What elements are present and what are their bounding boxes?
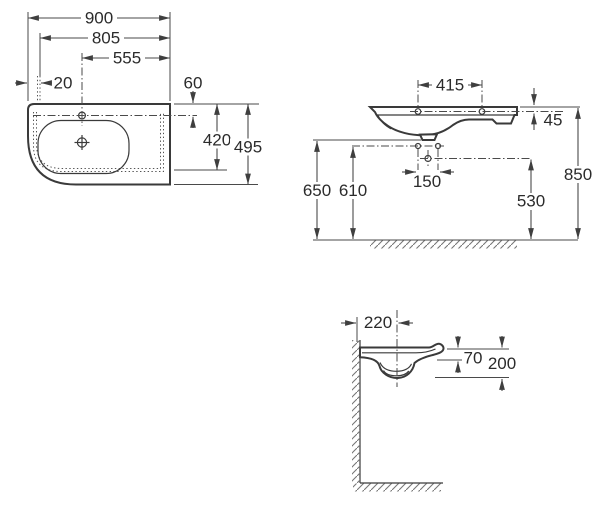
- side-dim-deck-thickness: 70: [464, 349, 483, 368]
- front-view: 415 45 850 150 650 610 530: [299, 76, 596, 249]
- drain-symbol-icon: [74, 135, 90, 150]
- plan-dim-inner-depth: 420: [203, 131, 231, 150]
- drain-stub: [418, 133, 439, 141]
- bowl-outline: [37, 119, 130, 175]
- plan-view: 900 805 555 20 60 420 495: [15, 9, 266, 186]
- plan-dim-tap-setback: 60: [184, 74, 203, 93]
- front-dim-inlet-spacing: 150: [413, 172, 441, 191]
- front-dim-underside-height: 650: [303, 181, 331, 200]
- side-view: 220 70 200: [341, 310, 516, 492]
- bowl-inner-line: [377, 115, 392, 130]
- front-dim-fixing-hole-drop: 45: [544, 111, 563, 130]
- plan-dim-overall-depth: 495: [234, 138, 262, 157]
- plan-dim-tap-to-right-edge: 555: [113, 49, 141, 68]
- front-dim-fixing-hole-height: 610: [339, 181, 367, 200]
- rim-dotted-inner: [36, 112, 161, 169]
- basin-outline: [27, 103, 171, 186]
- deck-inner-line: [362, 348, 436, 354]
- floor-hatch-side: [353, 483, 441, 492]
- floor-hatch: [370, 240, 517, 249]
- plan-dim-upper-width: 805: [92, 29, 120, 48]
- front-dim-drain-height: 530: [517, 192, 545, 211]
- front-dim-rim-height: 850: [564, 165, 592, 184]
- rim-dotted-outer: [33, 112, 164, 172]
- plan-dim-left-edge-offset: 20: [54, 74, 73, 93]
- side-dim-drain-to-wall: 220: [364, 313, 392, 332]
- front-dim-fixing-hole-spacing: 415: [436, 76, 464, 95]
- side-dim-body-depth: 200: [488, 354, 516, 373]
- plan-dim-overall-width: 900: [85, 9, 113, 28]
- basin-side-outline: [359, 342, 445, 380]
- wall-hatch: [352, 340, 360, 483]
